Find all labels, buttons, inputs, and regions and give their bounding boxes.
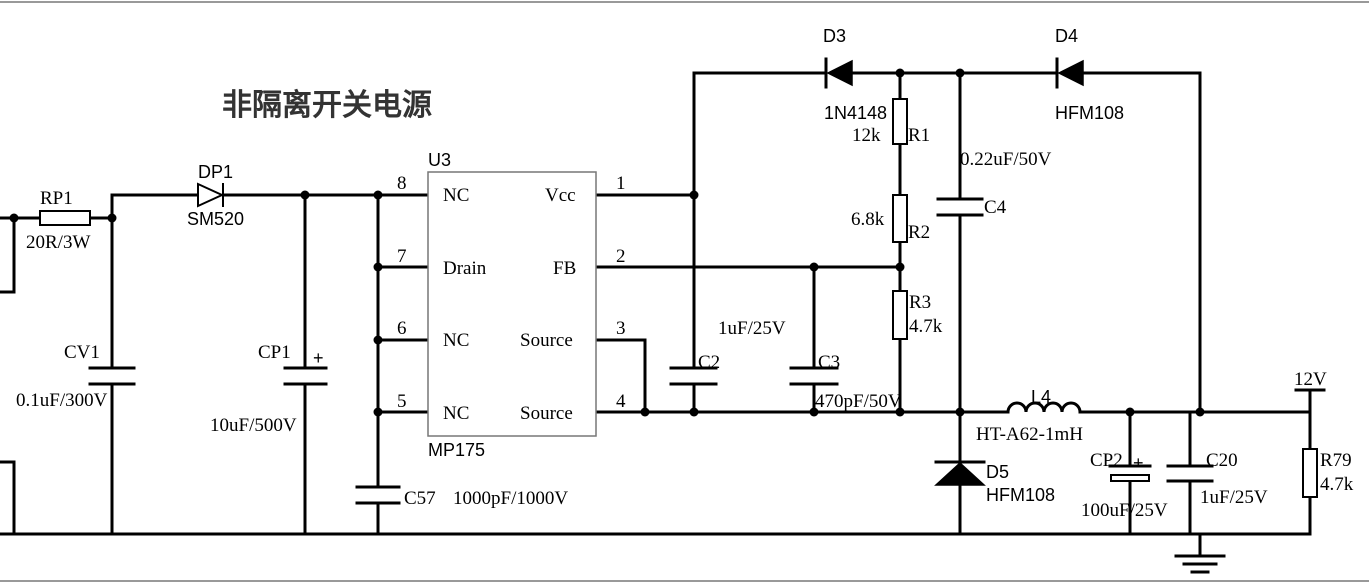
c57-ref: C57 (404, 488, 436, 509)
d3-ref: D3 (823, 26, 846, 46)
pin-name-drain: Drain (443, 258, 487, 279)
d5-ref: D5 (986, 462, 1009, 482)
d3-value: 1N4148 (824, 103, 887, 123)
c3-ref: C3 (818, 352, 840, 373)
diode-dp1: DP1 SM520 (187, 162, 244, 229)
capacitor-c2: C2 1uF/25V (669, 318, 786, 386)
d5-value: HFM108 (986, 485, 1055, 505)
pin-name-source-4: Source (520, 403, 573, 424)
ground-icon (1174, 554, 1226, 574)
capacitor-cp2: + CP2 100uF/25V (1081, 450, 1168, 521)
capacitor-c20: C20 1uF/25V (1166, 450, 1268, 508)
ic-ref: U3 (428, 150, 451, 170)
resistor-r3: R3 4.7k (892, 290, 943, 340)
diode-d4: D4 HFM108 (1055, 26, 1124, 123)
capacitor-cv1: CV1 0.1uF/300V (16, 342, 136, 411)
diagram-title: 非隔离开关电源 (222, 88, 432, 123)
l4-value: HT-A62-1mH (976, 424, 1083, 445)
r79-value: 4.7k (1320, 474, 1354, 495)
inductor-l4: L4 HT-A62-1mH (976, 387, 1083, 445)
pin-num-2: 2 (616, 246, 626, 267)
c3-value: 470pF/50V (815, 391, 902, 412)
cp2-ref: CP2 (1090, 450, 1123, 471)
c4-value: 0.22uF/50V (960, 149, 1052, 170)
plus-icon: + (1133, 453, 1144, 473)
dp1-ref: DP1 (198, 162, 233, 182)
pin-num-7: 7 (397, 246, 407, 267)
cv1-ref: CV1 (64, 342, 100, 363)
cp1-ref: CP1 (258, 342, 291, 363)
c4-ref: C4 (984, 197, 1007, 218)
capacitor-c4: 0.22uF/50V C4 (936, 149, 1052, 218)
pin-name-nc-8: NC (443, 185, 469, 206)
c57-value: 1000pF/1000V (453, 488, 568, 509)
c2-value: 1uF/25V (718, 318, 786, 339)
r79-ref: R79 (1320, 450, 1352, 471)
r3-ref: R3 (909, 292, 931, 313)
resistor-r2: 6.8k R2 (851, 194, 930, 243)
l4-ref: L4 (1031, 387, 1051, 407)
r2-ref: R2 (908, 222, 930, 243)
rp1-ref: RP1 (40, 188, 73, 209)
resistor-r79: R79 4.7k (1302, 448, 1354, 498)
c20-value: 1uF/25V (1200, 487, 1268, 508)
ic-part: MP175 (428, 440, 485, 460)
r1-value: 12k (852, 125, 881, 146)
cp1-value: 10uF/500V (210, 415, 297, 436)
plus-icon: + (313, 348, 324, 368)
net-12v: 12V (1294, 369, 1327, 392)
pin-name-nc-6: NC (443, 330, 469, 351)
r2-value: 6.8k (851, 209, 885, 230)
diode-d3: D3 1N4148 (823, 26, 887, 123)
pin-name-source-3: Source (520, 330, 573, 351)
net-12v-label: 12V (1294, 369, 1327, 390)
d4-value: HFM108 (1055, 103, 1124, 123)
capacitor-cp1: + CP1 10uF/500V (210, 342, 328, 436)
pin-num-8: 8 (397, 173, 407, 194)
resistor-r1: 12k R1 (852, 98, 930, 146)
c20-ref: C20 (1206, 450, 1238, 471)
pin-num-5: 5 (397, 391, 407, 412)
resistor-rp1: RP1 20R/3W (26, 188, 91, 253)
c2-ref: C2 (698, 352, 720, 373)
capacitor-c3: C3 470pF/50V (789, 352, 902, 412)
wires (0, 71, 1312, 558)
diode-d5: D5 HFM108 (934, 460, 1055, 505)
pin-num-3: 3 (616, 318, 626, 339)
pin-num-4: 4 (616, 391, 626, 412)
junctions (9, 68, 1205, 417)
pin-name-nc-5: NC (443, 403, 469, 424)
cv1-value: 0.1uF/300V (16, 390, 108, 411)
pin-num-1: 1 (616, 173, 626, 194)
pin-name-vcc: Vcc (545, 185, 576, 206)
d4-ref: D4 (1055, 26, 1078, 46)
pin-num-6: 6 (397, 318, 407, 339)
capacitor-c57: C57 1000pF/1000V (355, 485, 568, 509)
pin-name-fb: FB (553, 258, 576, 279)
cp2-value: 100uF/25V (1081, 500, 1168, 521)
rp1-value: 20R/3W (26, 232, 90, 253)
ic-u3: U3 MP175 8 NC 7 Drain 6 NC 5 NC 1 Vcc 2 … (397, 150, 626, 460)
r1-ref: R1 (908, 125, 930, 146)
r3-value: 4.7k (909, 316, 943, 337)
dp1-value: SM520 (187, 209, 244, 229)
